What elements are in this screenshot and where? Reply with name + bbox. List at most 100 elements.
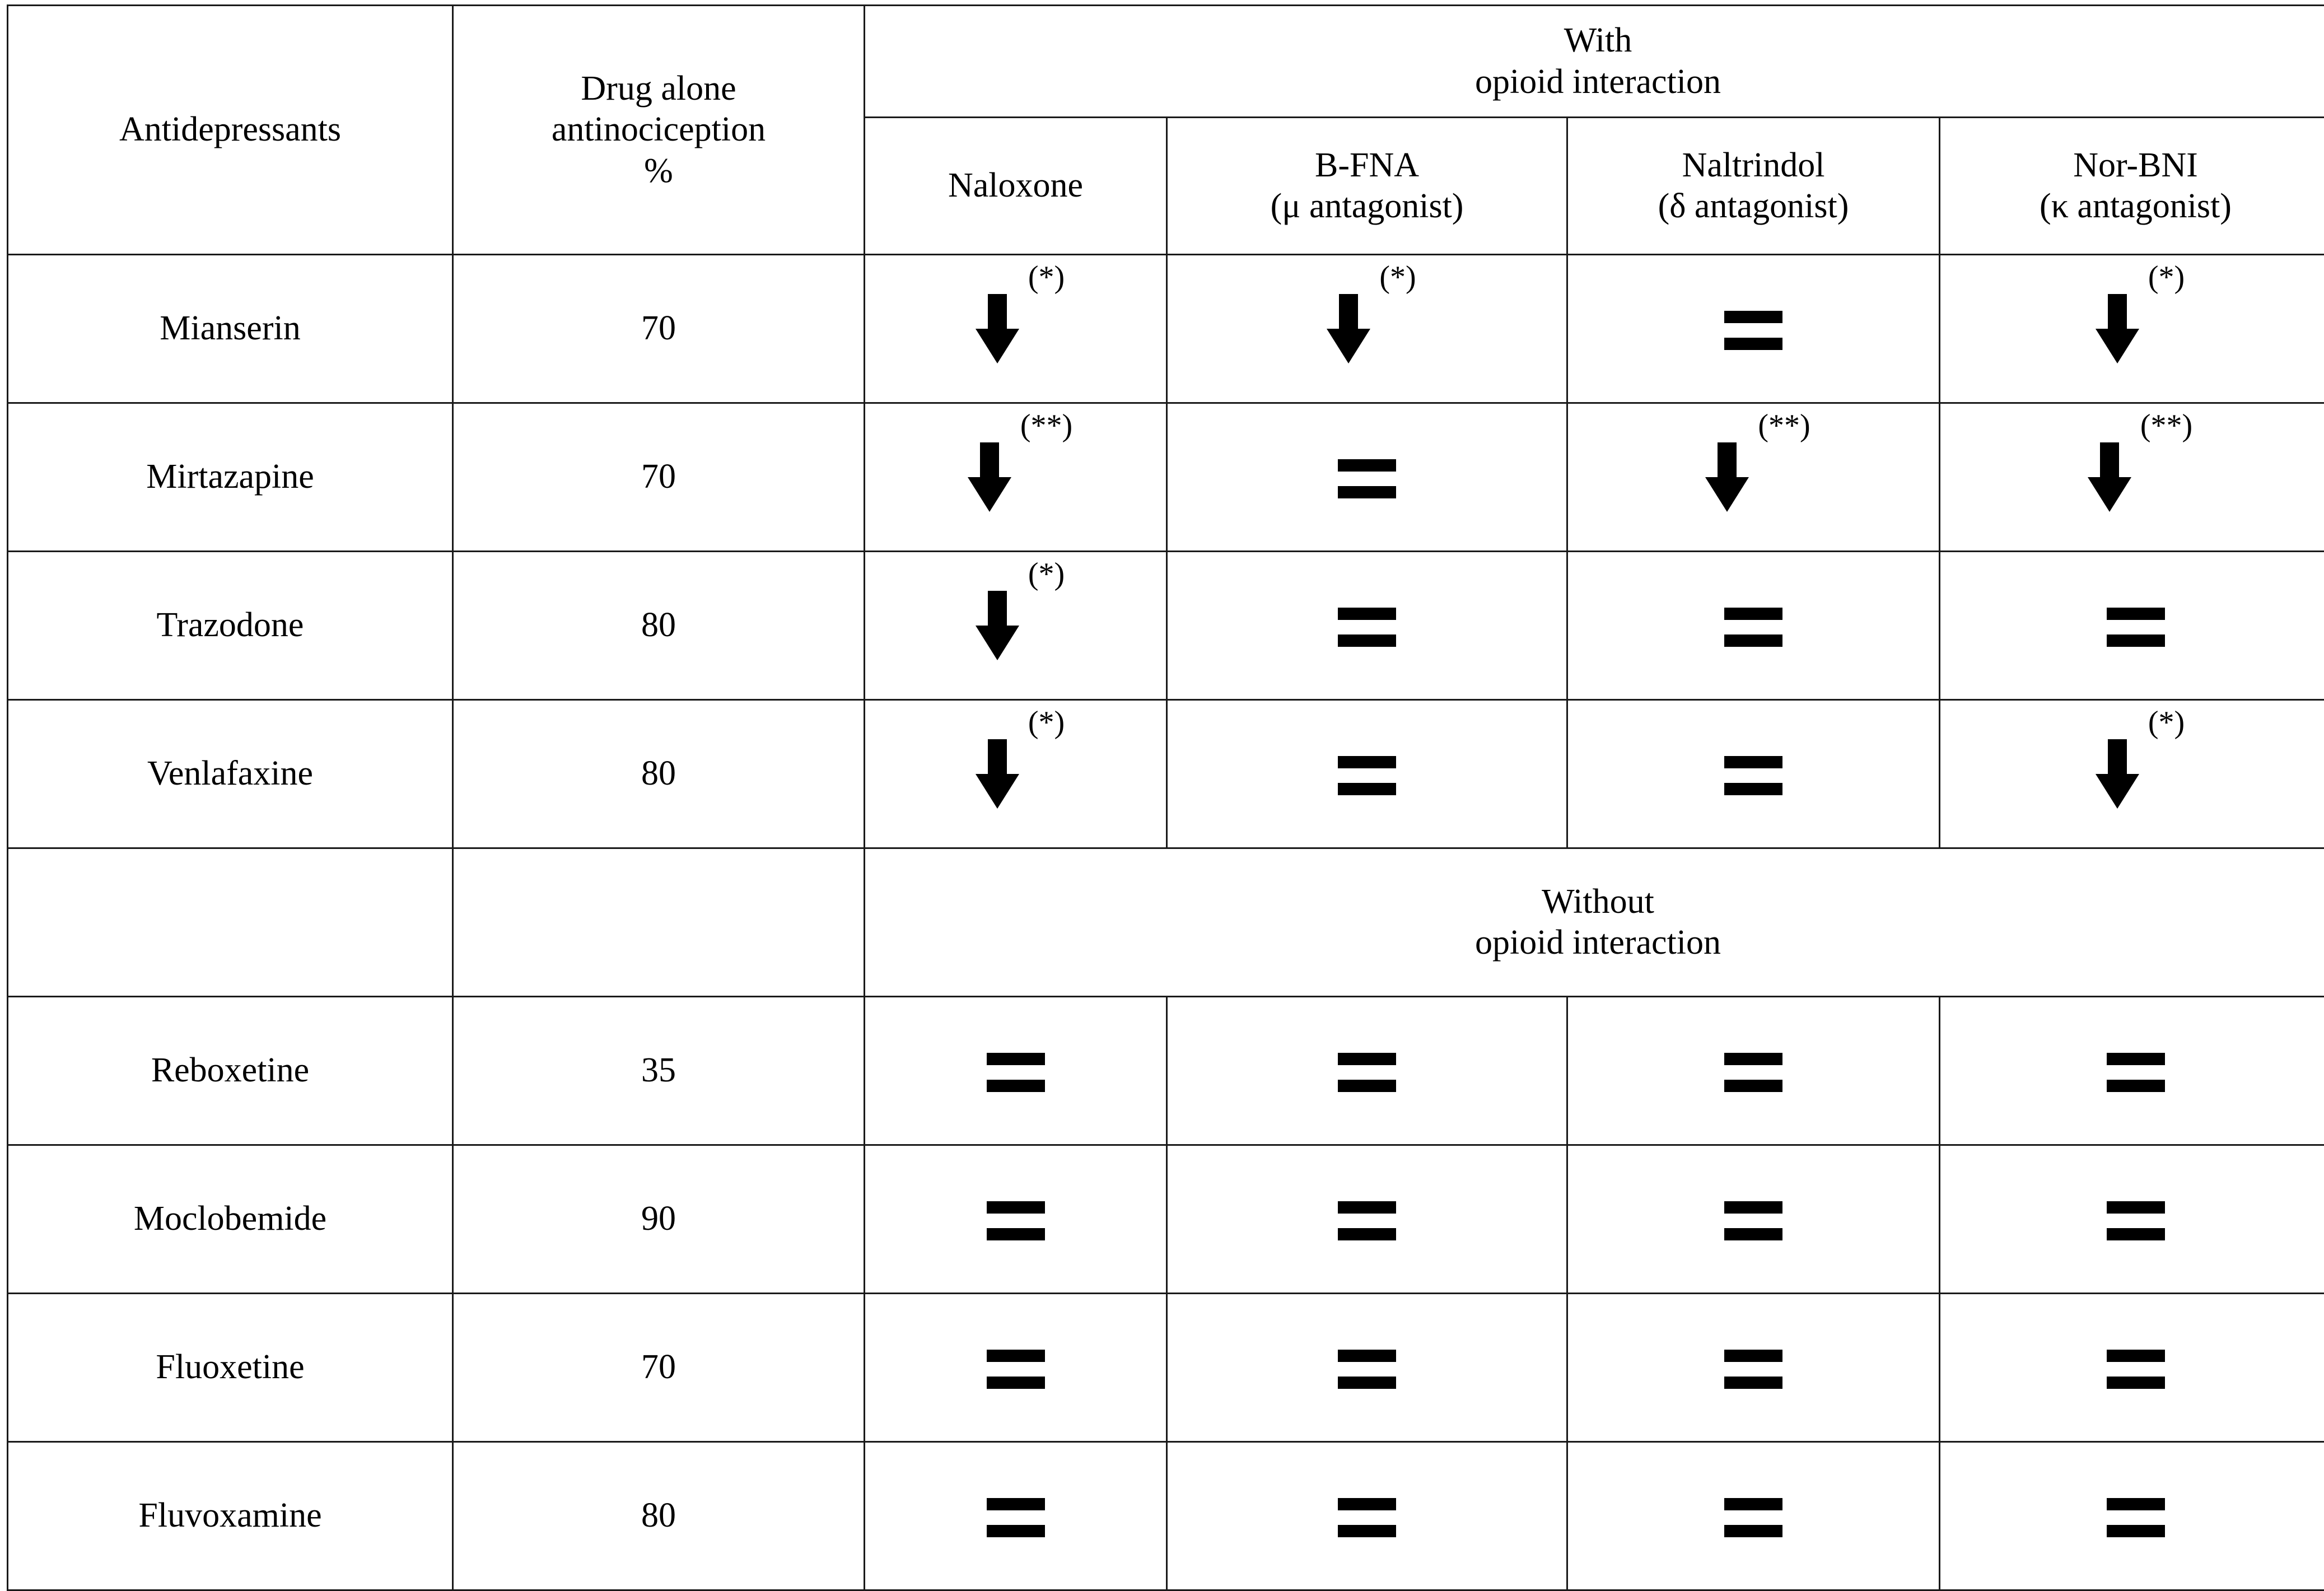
cell-naltrindol xyxy=(1567,997,1940,1145)
cell-norbni xyxy=(1940,1294,2324,1442)
empty-cell-name xyxy=(8,848,453,997)
header-drug-alone-line1: Drug alone xyxy=(458,68,859,109)
significance-marker: (*) xyxy=(1028,260,1065,295)
drug-name: Fluvoxamine xyxy=(8,1442,453,1590)
significance-marker: (*) xyxy=(1028,705,1065,740)
header-naltrindol: Naltrindol (δ antagonist) xyxy=(1567,118,1940,255)
down-arrow-icon xyxy=(2088,442,2131,512)
equals-icon xyxy=(1338,459,1396,498)
table-row: Mirtazapine 70 (**) (**) (**) xyxy=(8,403,2324,552)
header-group-without-line2: opioid interaction xyxy=(870,922,2324,963)
cell-bfna xyxy=(1167,1294,1567,1442)
cell-naltrindol xyxy=(1567,1145,1940,1294)
significance-marker: (**) xyxy=(2140,408,2192,443)
cell-norbni xyxy=(1940,552,2324,700)
cell-naloxone: (*) xyxy=(865,552,1167,700)
table-row: Moclobemide 90 xyxy=(8,1145,2324,1294)
equals-icon xyxy=(1724,311,1782,350)
header-naloxone: Naloxone xyxy=(865,118,1167,255)
header-bfna-label: B-FNA xyxy=(1172,145,1562,186)
drug-alone-percent: 70 xyxy=(453,403,865,552)
cell-naloxone xyxy=(865,997,1167,1145)
header-group-without-opioid-interaction: Without opioid interaction xyxy=(865,848,2324,997)
cell-naloxone xyxy=(865,1294,1167,1442)
down-arrow-icon xyxy=(1705,442,1749,512)
cell-naloxone: (**) xyxy=(865,403,1167,552)
cell-norbni: (*) xyxy=(1940,255,2324,403)
header-norbni-label: Nor-BNI xyxy=(1945,145,2324,186)
cell-naloxone: (*) xyxy=(865,700,1167,848)
header-drug-alone-line2: antinociception xyxy=(458,109,859,150)
cell-bfna xyxy=(1167,403,1567,552)
drug-alone-percent: 35 xyxy=(453,997,865,1145)
header-group-with-opioid-interaction: With opioid interaction xyxy=(865,6,2324,118)
equals-icon xyxy=(1338,1053,1396,1092)
significance-marker: (*) xyxy=(1028,557,1065,591)
equals-icon xyxy=(987,1498,1045,1537)
drug-alone-percent: 90 xyxy=(453,1145,865,1294)
drug-name: Venlafaxine xyxy=(8,700,453,848)
header-naloxone-label: Naloxone xyxy=(870,165,1161,206)
drug-alone-percent: 70 xyxy=(453,255,865,403)
table-row: Fluvoxamine 80 xyxy=(8,1442,2324,1590)
cell-bfna xyxy=(1167,1442,1567,1590)
empty-cell-percent xyxy=(453,848,865,997)
header-drug-alone-line3: % xyxy=(458,151,859,192)
drug-name: Moclobemide xyxy=(8,1145,453,1294)
header-drug-alone: Drug alone antinociception % xyxy=(453,6,865,255)
drug-name: Reboxetine xyxy=(8,997,453,1145)
cell-naltrindol xyxy=(1567,1294,1940,1442)
header-group-with-line2: opioid interaction xyxy=(870,62,2324,102)
equals-icon xyxy=(1724,608,1782,647)
down-arrow-icon xyxy=(976,739,1019,809)
header-norbni: Nor-BNI (κ antagonist) xyxy=(1940,118,2324,255)
equals-icon xyxy=(1338,756,1396,795)
equals-icon xyxy=(1338,1350,1396,1389)
down-arrow-icon xyxy=(2096,739,2139,809)
header-naltrindol-sublabel: (δ antagonist) xyxy=(1572,186,1934,227)
equals-icon xyxy=(1338,1201,1396,1240)
drug-alone-percent: 70 xyxy=(453,1294,865,1442)
equals-icon xyxy=(1338,608,1396,647)
cell-naltrindol xyxy=(1567,552,1940,700)
header-naltrindol-label: Naltrindol xyxy=(1572,145,1934,186)
cell-naltrindol xyxy=(1567,1442,1940,1590)
cell-norbni: (**) xyxy=(1940,403,2324,552)
significance-marker: (**) xyxy=(1758,408,1810,443)
equals-icon xyxy=(1724,1498,1782,1537)
header-antidepressants: Antidepressants xyxy=(8,6,453,255)
cell-naltrindol xyxy=(1567,255,1940,403)
table-row: Venlafaxine 80 (*) (*) xyxy=(8,700,2324,848)
drug-alone-percent: 80 xyxy=(453,552,865,700)
header-norbni-sublabel: (κ antagonist) xyxy=(1945,186,2324,227)
equals-icon xyxy=(987,1201,1045,1240)
table-row: Fluoxetine 70 xyxy=(8,1294,2324,1442)
drug-name: Mianserin xyxy=(8,255,453,403)
equals-icon xyxy=(1724,1201,1782,1240)
drug-alone-percent: 80 xyxy=(453,1442,865,1590)
antidepressant-opioid-interaction-table: Antidepressants Drug alone antinocicepti… xyxy=(7,4,2324,1591)
down-arrow-icon xyxy=(976,294,1019,363)
table-row: Trazodone 80 (*) xyxy=(8,552,2324,700)
header-row-top: Antidepressants Drug alone antinocicepti… xyxy=(8,6,2324,118)
cell-naloxone: (*) xyxy=(865,255,1167,403)
equals-icon xyxy=(2107,1350,2165,1389)
cell-bfna: (*) xyxy=(1167,255,1567,403)
drug-name: Trazodone xyxy=(8,552,453,700)
header-antidepressants-label: Antidepressants xyxy=(119,110,341,148)
cell-bfna xyxy=(1167,1145,1567,1294)
header-group-with-line1: With xyxy=(870,20,2324,61)
equals-icon xyxy=(987,1053,1045,1092)
equals-icon xyxy=(1724,1053,1782,1092)
cell-norbni xyxy=(1940,1442,2324,1590)
down-arrow-icon xyxy=(976,591,1019,660)
cell-norbni xyxy=(1940,997,2324,1145)
cell-naloxone xyxy=(865,1145,1167,1294)
drug-name: Mirtazapine xyxy=(8,403,453,552)
drug-name: Fluoxetine xyxy=(8,1294,453,1442)
significance-marker: (*) xyxy=(1379,260,1416,295)
significance-marker: (*) xyxy=(2148,705,2185,740)
significance-marker: (*) xyxy=(2148,260,2185,295)
header-bfna: B-FNA (μ antagonist) xyxy=(1167,118,1567,255)
cell-naltrindol: (**) xyxy=(1567,403,1940,552)
